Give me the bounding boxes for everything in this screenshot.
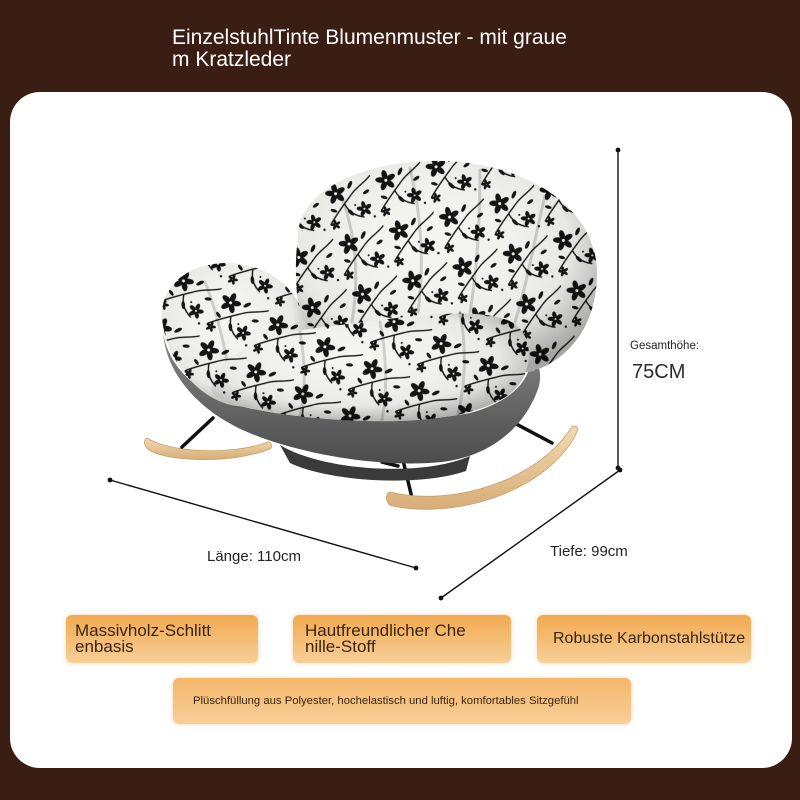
depth-label: Tiefe: 99cm [550, 543, 628, 560]
steel-leg-left [180, 416, 215, 449]
product-title: EinzelstuhlTinte Blumenmuster - mit grau… [172, 27, 567, 71]
steel-bracket [380, 460, 400, 468]
length-line [109, 479, 417, 569]
feature-badge-text: nille-Stoff [305, 637, 376, 656]
product-title-line-2: m Kratzleder [172, 48, 292, 71]
depth-line [440, 469, 621, 599]
height-label: Gesamthöhe: [630, 340, 700, 352]
feature-badge-wood-base: Massivholz-Schlitt enbasis [66, 615, 258, 663]
feature-badge-text: Plüschfüllung aus Polyester, hochelastis… [193, 695, 579, 707]
rocker-right [386, 425, 578, 510]
feature-badge-text: enbasis [75, 637, 134, 656]
feature-badge-text: Robuste Karbonstahlstütze [553, 630, 746, 647]
feature-badge-text: Massivholz-Schlitt [75, 621, 212, 640]
feature-badge-steel-support: Robuste Karbonstahlstütze [537, 615, 751, 663]
rocker-left [144, 437, 272, 461]
chair-shell [163, 332, 541, 464]
shell-underside [280, 445, 470, 481]
dimension-endpoints [107, 147, 623, 601]
feature-badge-fabric: Hautfreundlicher Che nille-Stoff [293, 615, 511, 663]
feature-badge-filling: Plüschfüllung aus Polyester, hochelastis… [173, 678, 631, 724]
length-line-end-dot [413, 565, 419, 571]
depth-line-start-dot [617, 467, 623, 473]
depth-line-end-dot [438, 595, 444, 601]
backrest-tufting [338, 166, 547, 324]
height-line-top-dot [615, 147, 621, 153]
dimension-lines [109, 150, 621, 599]
rocking-chair [144, 160, 598, 510]
seat-tufting [298, 310, 466, 422]
length-line-start-dot [107, 477, 113, 483]
height-value: 75CM [632, 361, 686, 383]
length-label: Länge: 110cm [207, 548, 301, 565]
feature-badge-text: Hautfreundlicher Che [305, 621, 466, 640]
product-title-line-1: EinzelstuhlTinte Blumenmuster - mit grau… [172, 26, 567, 49]
